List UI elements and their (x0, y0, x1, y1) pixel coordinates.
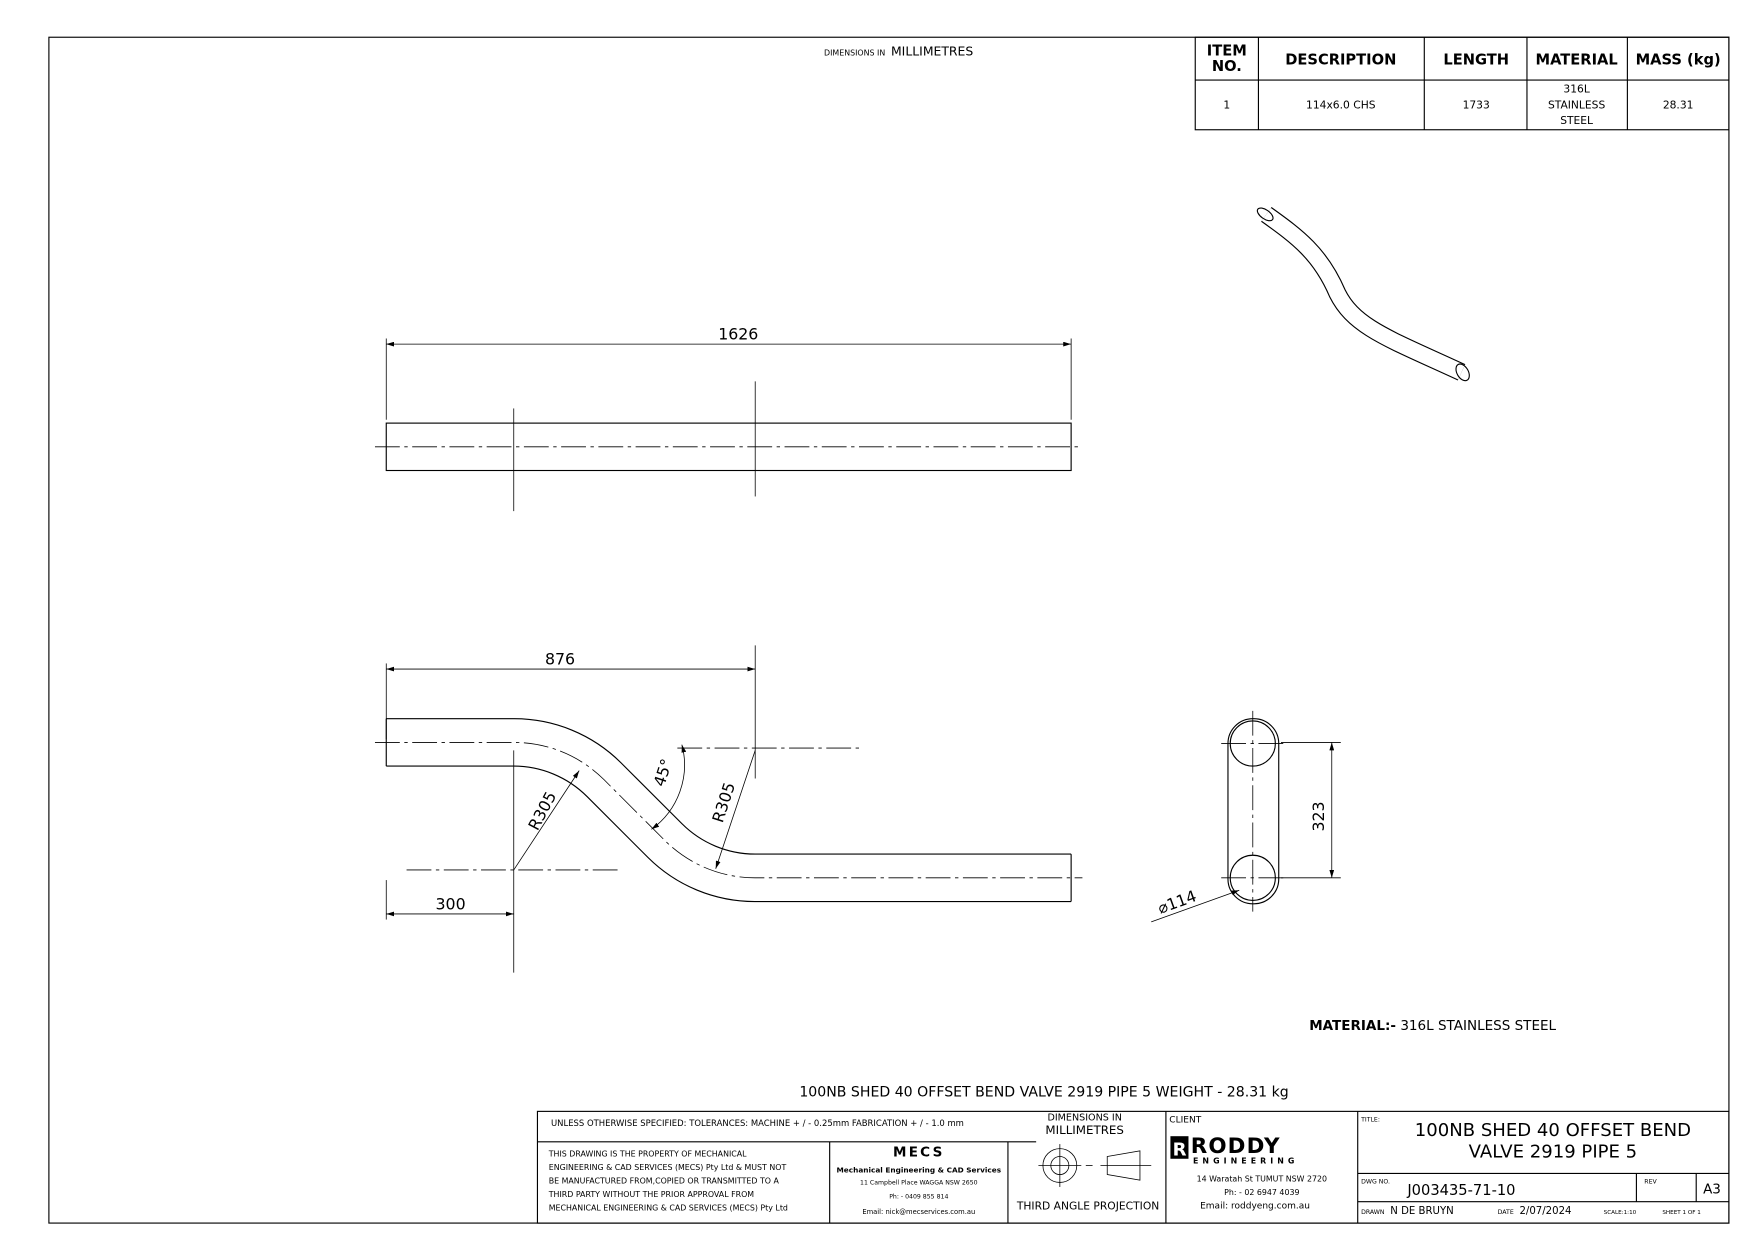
client-email: Email: roddyeng.com.au (1200, 1201, 1310, 1211)
dimensions-note: DIMENSIONS IN MILLIMETRES (824, 39, 973, 60)
client-address: 14 Waratah St TUMUT NSW 2720 (1197, 1174, 1327, 1183)
dim-overall-length: 1626 (718, 325, 758, 344)
notice-line: THIRD PARTY WITHOUT THE PRIOR APPROVAL F… (548, 1190, 755, 1199)
svg-text:RODDY: RODDY (1191, 1134, 1281, 1159)
drawing-title-2: VALVE 2919 PIPE 5 (1469, 1142, 1637, 1163)
date: DATE 2/07/2024 (1498, 1198, 1572, 1219)
bom-header-no: NO. (1212, 58, 1242, 75)
bom-header-material: MATERIAL (1535, 51, 1617, 68)
svg-text:R: R (1173, 1139, 1187, 1160)
roddy-logo: R RODDY ENGINEERING (1170, 1134, 1298, 1165)
bom-item: 1 (1223, 98, 1230, 111)
client-label: CLIENT (1169, 1116, 1201, 1126)
bom-header-item: ITEM (1207, 42, 1247, 59)
drawing-title-1: 100NB SHED 40 OFFSET BEND (1415, 1120, 1691, 1141)
sheet-size: A3 (1703, 1182, 1721, 1198)
bom-header-description: DESCRIPTION (1285, 51, 1396, 68)
dim-radius-1: R305 (524, 788, 560, 833)
isometric-view (1256, 207, 1470, 382)
tolerances: UNLESS OTHERWISE SPECIFIED: TOLERANCES: … (551, 1118, 964, 1128)
sheet-border (48, 36, 1730, 1224)
dim-offset: 323 (1309, 801, 1328, 831)
projection-label: THIRD ANGLE PROJECTION (1016, 1200, 1159, 1213)
dims-label-1: DIMENSIONS IN (1047, 1112, 1121, 1123)
dwg-number: J003435-71-10 (1406, 1182, 1515, 1199)
svg-text:ENGINEERING: ENGINEERING (1193, 1156, 1298, 1165)
notice-line: MECHANICAL ENGINEERING & CAD SERVICES (M… (549, 1204, 788, 1213)
bom-header-mass: MASS (kg) (1636, 51, 1721, 68)
front-view: 876 300 R305 R305 45° (374, 645, 1083, 973)
notice-line: ENGINEERING & CAD SERVICES (MECS) Pty Lt… (549, 1163, 787, 1172)
dim-offset-length: 876 (545, 650, 575, 669)
material-note: MATERIAL:- 316L STAINLESS STEEL (1309, 1018, 1556, 1034)
client-phone: Ph: - 02 6947 4039 (1224, 1188, 1299, 1197)
bom-mass: 28.31 (1663, 98, 1694, 111)
top-view: 1626 (374, 325, 1083, 512)
mecs-phone: Ph: - 0409 855 814 (889, 1193, 948, 1200)
third-angle-projection-icon (1038, 1144, 1152, 1187)
mecs-address: 11 Campbell Place WAGGA NSW 2650 (860, 1180, 978, 1187)
dim-angle: 45° (650, 756, 677, 788)
rev-label: REV (1644, 1179, 1657, 1186)
bom-material-2: STAINLESS (1548, 98, 1606, 111)
mecs-name: Mechanical Engineering & CAD Services (837, 1165, 1002, 1174)
bom-description: 114x6.0 CHS (1306, 98, 1376, 111)
bom-material-1: 316L (1563, 83, 1589, 96)
notice-line: THIS DRAWING IS THE PROPERTY OF MECHANIC… (548, 1150, 747, 1159)
bom-header-length: LENGTH (1443, 51, 1509, 68)
weight-note: 100NB SHED 40 OFFSET BEND VALVE 2919 PIP… (799, 1085, 1288, 1101)
dim-straight-length: 300 (436, 894, 466, 913)
mecs-logo: MECS (893, 1145, 945, 1161)
bom-material-3: STEEL (1560, 114, 1593, 127)
dims-label-2: MILLIMETRES (1045, 1123, 1123, 1137)
drawn-by: DRAWN N DE BRUYN (1361, 1198, 1454, 1219)
dim-radius-2: R305 (708, 780, 739, 825)
bom-table: ITEM NO. DESCRIPTION LENGTH MATERIAL MAS… (1194, 36, 1730, 131)
scale: SCALE:1:10 (1604, 1210, 1637, 1216)
side-view: 323 ⌀114 (1151, 710, 1341, 923)
notice-line: BE MANUFACTURED FROM,COPIED OR TRANSMITT… (549, 1177, 780, 1186)
dwg-label: DWG NO. (1361, 1179, 1390, 1186)
bom-length: 1733 (1463, 98, 1490, 111)
sheet-number: SHEET 1 OF 1 (1662, 1210, 1701, 1216)
mecs-email: Email: nick@mecservices.com.au (862, 1208, 975, 1216)
title-label: TITLE: (1360, 1117, 1380, 1124)
title-block: UNLESS OTHERWISE SPECIFIED: TOLERANCES: … (536, 1110, 1730, 1224)
